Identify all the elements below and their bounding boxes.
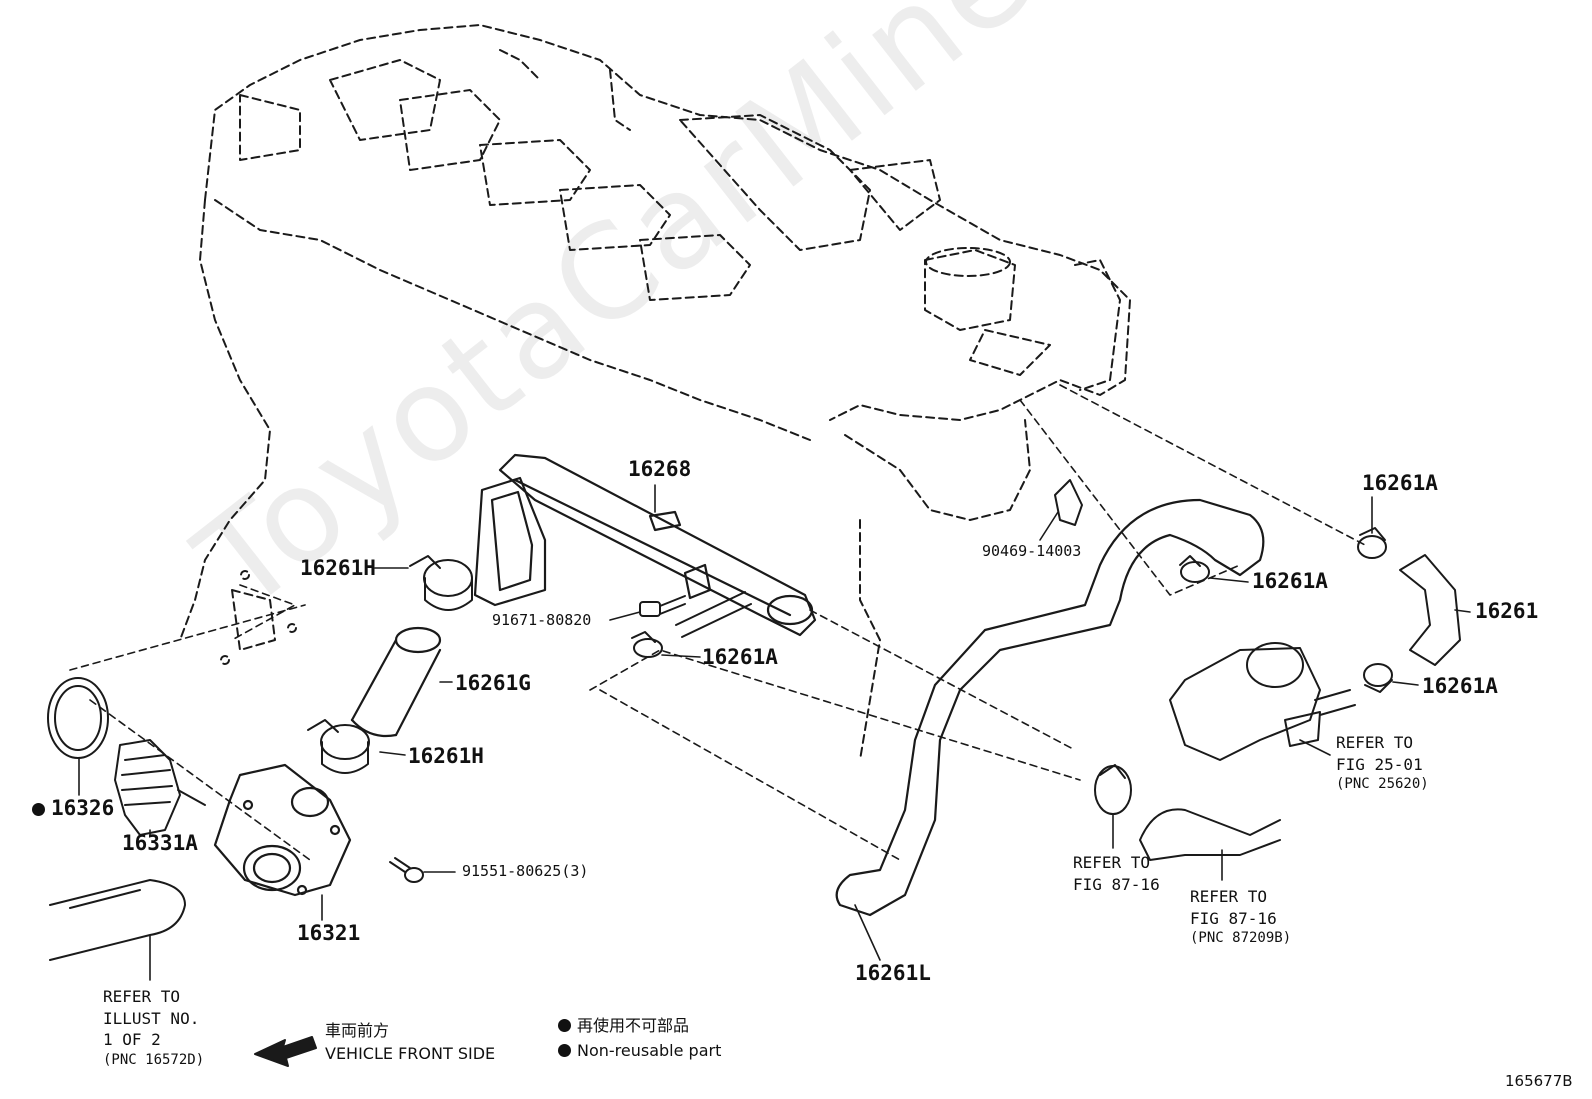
ref-line: REFER TO xyxy=(1190,887,1268,906)
ref-line: REFER TO xyxy=(103,987,181,1006)
part-label-16261[interactable]: 16261 xyxy=(1475,599,1539,623)
ref-line: FIG 87-16 xyxy=(1073,874,1160,894)
part-label-16261H-top[interactable]: 16261H xyxy=(300,556,376,580)
thermostat-16331A xyxy=(114,739,206,836)
ref-line: FIG 25-01 xyxy=(1336,754,1423,774)
part-label-16261L[interactable]: 16261L xyxy=(855,961,931,985)
hose-16261L xyxy=(835,498,1265,917)
clamp-16261A-right xyxy=(1363,663,1393,693)
ref-fig-87-16-b[interactable]: REFER TO FIG 87-16 (PNC 87209B) xyxy=(1190,886,1291,948)
legend-front-en: VEHICLE FRONT SIDE xyxy=(325,1044,496,1063)
ref-line: (PNC 87209B) xyxy=(1190,930,1292,947)
part-label-16331A[interactable]: 16331A xyxy=(122,831,198,855)
water-inlet-16321 xyxy=(213,763,352,897)
part-label-90469-14003[interactable]: 90469-14003 xyxy=(982,542,1082,560)
hose-16261G xyxy=(350,626,442,738)
part-label-16261G[interactable]: 16261G xyxy=(455,671,531,695)
clamp-16261H-bottom xyxy=(307,719,370,774)
legend-nonreusable-jp: 再使用不可部品 xyxy=(558,1017,689,1035)
vehicle-front-arrow xyxy=(254,1036,317,1067)
part-label-16261H-bottom[interactable]: 16261H xyxy=(408,744,484,768)
clip-90469 xyxy=(1054,479,1083,526)
part-label-16261A-topright[interactable]: 16261A xyxy=(1362,471,1438,495)
ref-line: REFER TO xyxy=(1073,853,1151,872)
clamp-16261A-topright xyxy=(1357,527,1387,559)
ref-line: 1 OF 2 xyxy=(103,1030,161,1050)
assembly-lines xyxy=(69,384,1366,861)
ref-illust-16572D[interactable]: REFER TO ILLUST NO. 1 OF 2 (PNC 16572D) xyxy=(103,986,204,1070)
nonreusable-dot-icon xyxy=(558,1044,571,1057)
legend-nonreusable-en-text: Non-reusable part xyxy=(577,1041,722,1060)
part-label-91671-80820[interactable]: 91671-80820 xyxy=(492,611,592,629)
ref-line: REFER TO xyxy=(1336,733,1414,752)
part-label-16326-text: 16326 xyxy=(51,796,115,820)
radiator-hose-left xyxy=(49,879,186,961)
legend-front-jp: 車両前方 xyxy=(325,1021,390,1040)
part-label-16326[interactable]: 16326 xyxy=(32,796,115,820)
ref-line: (PNC 16572D) xyxy=(103,1051,205,1068)
legend-nonreusable-jp-text: 再使用不可部品 xyxy=(577,1016,690,1035)
heater-hose-right xyxy=(1094,764,1281,861)
ref-line: ILLUST NO. xyxy=(103,1008,200,1028)
bolt-91551 xyxy=(389,857,424,883)
clamp-16261H-top xyxy=(409,555,473,611)
throttle-body xyxy=(1169,642,1356,761)
part-label-16261A-right[interactable]: 16261A xyxy=(1422,674,1498,698)
nonreusable-dot-icon xyxy=(32,803,45,816)
ref-fig-87-16-a[interactable]: REFER TO FIG 87-16 xyxy=(1073,852,1160,895)
part-label-16268[interactable]: 16268 xyxy=(628,457,692,481)
part-label-16261A-hose[interactable]: 16261A xyxy=(1252,569,1328,593)
ref-line: FIG 87-16 xyxy=(1190,908,1277,928)
clamp-16261A-hose xyxy=(1179,555,1210,583)
figure-number: 165677B xyxy=(1505,1072,1573,1090)
gasket-16326 xyxy=(47,677,109,759)
clamp-16261A-mid xyxy=(631,631,663,658)
bypass-pipe xyxy=(473,453,817,637)
part-label-91551-80625[interactable]: 91551-80625(3) xyxy=(462,862,589,880)
leader-lines xyxy=(78,484,1471,981)
stud-bolt xyxy=(675,591,752,638)
engine-block-outline xyxy=(179,24,1131,761)
bolt-91671 xyxy=(639,595,686,617)
legend-nonreusable-en: Non-reusable part xyxy=(558,1042,721,1060)
part-label-16321[interactable]: 16321 xyxy=(297,921,361,945)
ref-fig-25-01[interactable]: REFER TO FIG 25-01 (PNC 25620) xyxy=(1336,732,1429,794)
ref-line: (PNC 25620) xyxy=(1336,776,1429,793)
nonreusable-dot-icon xyxy=(558,1019,571,1032)
part-label-16261A-mid[interactable]: 16261A xyxy=(702,645,778,669)
hose-16261 xyxy=(1399,554,1461,666)
